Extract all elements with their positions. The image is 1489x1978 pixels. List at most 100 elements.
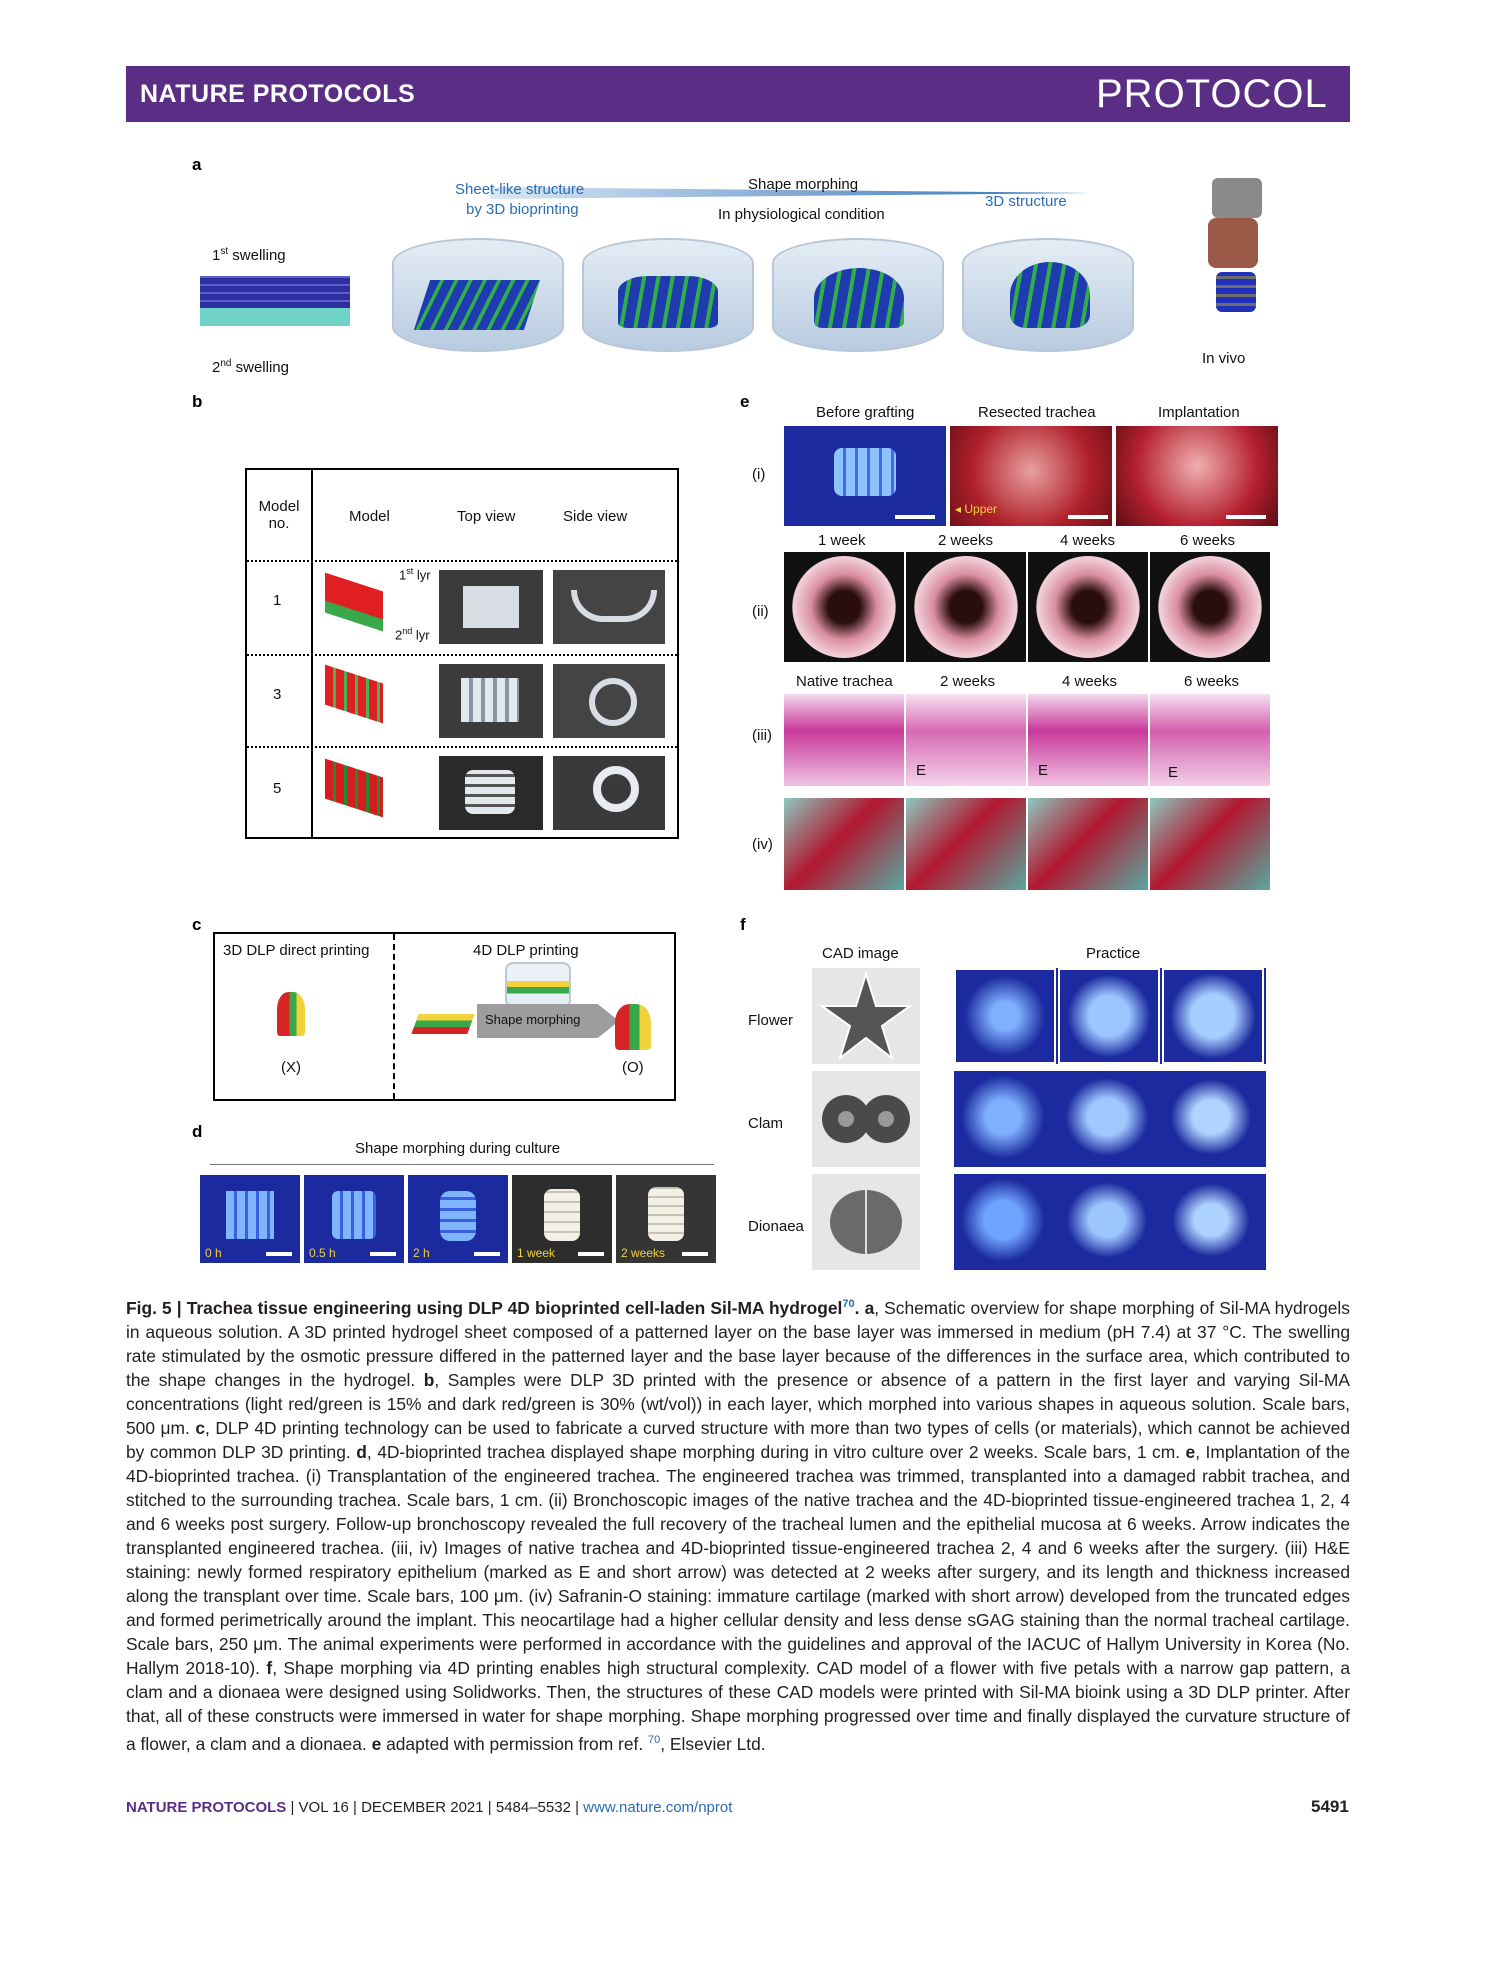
condition-label: In physiological condition [718,206,885,223]
left-title: 3D DLP direct printing [223,942,370,959]
row-iv-label: (iv) [752,836,773,853]
upper-label: ◂ Upper [955,502,998,516]
panel-a-label: a [192,155,202,174]
culture-1week [512,1175,612,1263]
lyr-2-label: 2nd lyr [395,626,430,643]
row-clam: Clam [748,1115,784,1132]
header-model: Model [349,508,390,525]
implantation-photo [1116,426,1278,526]
row-5-no: 5 [273,780,282,797]
caption-title: Fig. 5 | Trachea tissue engineering usin… [126,1297,843,1318]
culture-2h [408,1175,508,1263]
journal-name: NATURE PROTOCOLS [140,80,416,108]
e-mark-6weeks: E [1168,764,1179,781]
dish-4 [962,238,1134,352]
hist-2weeks: 2 weeks [940,673,996,690]
header-top-view: Top view [457,508,516,525]
row-i-label: (i) [752,466,766,483]
so-4weeks [1028,798,1148,890]
panel-b-label: b [192,392,203,411]
swelling-2-label: 2nd swelling [212,358,289,376]
week-6: 6 weeks [1180,532,1236,549]
footer: NATURE PROTOCOLS | VOL 16 | DECEMBER 202… [126,1799,733,1816]
shape-morphing-label: Shape morphing [748,176,859,193]
dish-1 [392,238,564,352]
cad-clam [812,1071,920,1167]
model-3-shape [325,664,383,724]
right-title: 4D DLP printing [473,942,579,959]
broncho-4weeks [1028,552,1148,662]
trachea-model [1202,178,1272,328]
panel-c-label: c [192,915,202,934]
week-4: 4 weeks [1060,532,1116,549]
so-6weeks [1150,798,1270,890]
direct-print-shape [277,992,305,1036]
e-mark-2weeks: E [916,762,927,779]
sheet-label-2: by 3D bioprinting [466,201,579,218]
col-practice: Practice [1086,945,1141,962]
culture-0h [200,1175,300,1263]
x-label: (X) [281,1059,301,1076]
time-1week: 1 week [517,1246,556,1260]
scale-bar [1068,515,1108,519]
time-2h: 2 h [413,1246,430,1260]
col-resected: Resected trachea [978,404,1096,421]
lyr-1-label: 1st lyr [399,566,431,583]
e-mark-4weeks: E [1038,762,1049,779]
scale-bar [895,515,935,519]
row-ii-label: (ii) [752,603,769,620]
side-view-5 [553,756,665,830]
broncho-1week [784,552,904,662]
flat-sheet [411,1014,475,1034]
caption-ref: 70 [842,1298,855,1310]
he-2weeks [906,694,1026,786]
row-iii-label: (iii) [752,727,772,744]
header-bar [126,66,1350,122]
scale-bar [266,1252,292,1256]
scale-bar [474,1252,500,1256]
col-cad: CAD image [822,945,899,962]
he-native [784,694,904,786]
time-0h: 0 h [205,1246,222,1260]
page-number: 5491 [1311,1797,1349,1816]
structure-3d-label: 3D structure [985,193,1067,210]
header-model-no: Model no. [258,498,300,532]
panel-e-label: e [740,392,750,411]
panel-d-rule [210,1164,714,1165]
row-dionaea: Dionaea [748,1218,804,1235]
row-flower: Flower [748,1012,794,1029]
cad-flower [812,968,920,1064]
footer-url[interactable]: www.nature.com/nprot [583,1799,733,1816]
dish-3 [772,238,944,352]
swelling-1-label: 1st swelling [212,246,286,264]
model-1-shape [325,572,383,632]
model-5-shape [325,758,383,818]
scale-bar [1226,515,1266,519]
top-view-3 [439,664,543,738]
dish-2 [582,238,754,352]
broncho-6weeks [1150,552,1270,662]
culture-2weeks [616,1175,716,1263]
row-3-no: 3 [273,686,282,703]
culture-0-5h [304,1175,404,1263]
figure-caption: Fig. 5 | Trachea tissue engineering usin… [126,1297,1351,1754]
hist-6weeks: 6 weeks [1184,673,1240,690]
in-vivo-label: In vivo [1202,350,1246,367]
hist-4weeks: 4 weeks [1062,673,1118,690]
panel-c-box: 3D DLP direct printing 4D DLP printing (… [213,932,676,1101]
row-1-no: 1 [273,592,282,609]
model-table: Model no. Model Top view Side view 1 3 5… [245,468,679,839]
col-before-grafting: Before grafting [816,404,915,421]
side-view-1 [553,570,665,644]
top-view-1 [439,570,543,644]
practice-dionaea [954,1174,1266,1270]
sheet-label-1: Sheet-like structure [455,181,585,198]
scale-bar [370,1252,396,1256]
section-name: PROTOCOL [1096,72,1328,116]
he-6weeks [1150,694,1270,786]
time-2weeks: 2 weeks [621,1246,666,1260]
shape-morphing-arrow [477,1004,619,1038]
scale-bar [578,1252,604,1256]
resected-trachea-photo [950,426,1112,526]
header-side-view: Side view [563,508,628,525]
